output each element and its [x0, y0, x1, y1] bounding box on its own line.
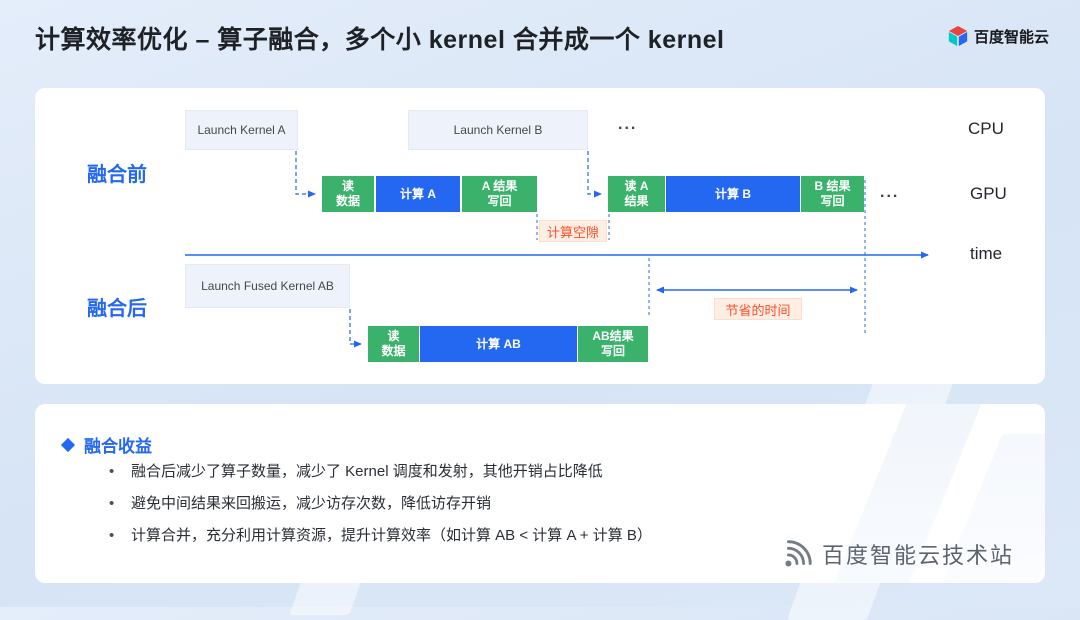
label-cpu: CPU	[968, 119, 1004, 138]
write-b-result-box: B 结果 写回	[801, 176, 864, 212]
write-a-result-box: A 结果 写回	[462, 176, 537, 212]
benefit-item: 融合后减少了算子数量，减少了 Kernel 调度和发射，其他开销占比降低	[107, 462, 987, 482]
compute-a-box: 计算 A	[376, 176, 460, 212]
connector-launch-fused-icon	[349, 309, 362, 348]
wechat-account-icon	[785, 540, 812, 567]
label-gpu: GPU	[970, 184, 1007, 203]
connector-launch-a-icon	[295, 151, 316, 198]
read-data-box: 读 数据	[322, 176, 374, 212]
compute-gap-label: 计算空隙	[539, 220, 607, 242]
launch-kernel-a-box: Launch Kernel A	[185, 110, 298, 150]
benefits-list: 融合后减少了算子数量，减少了 Kernel 调度和发射，其他开销占比降低 避免中…	[107, 462, 987, 558]
slide: { "header": { "title": "计算效率优化 – 算子融合，多个…	[0, 0, 1080, 607]
label-before-fusion: 融合前	[87, 164, 147, 186]
timeline-panel: 融合前 融合后 CPU GPU time Launch Kernel A Lau…	[35, 88, 1045, 384]
gpu-row-ellipsis: ...	[880, 184, 900, 201]
benefit-item: 计算合并，充分利用计算资源，提升计算效率（如计算 AB < 计算 A + 计算 …	[107, 526, 987, 546]
fused-write-ab-box: AB结果 写回	[578, 326, 648, 362]
read-a-result-box: 读 A 结果	[608, 176, 665, 212]
label-time: time	[970, 244, 1003, 263]
watermark-text: 百度智能云技术站	[822, 543, 1015, 568]
benefits-panel: 融合收益 融合后减少了算子数量，减少了 Kernel 调度和发射，其他开销占比降…	[35, 404, 1045, 583]
page-title: 计算效率优化 – 算子融合，多个小 kernel 合并成一个 kernel	[35, 26, 725, 54]
watermark: 百度智能云技术站	[778, 536, 1014, 572]
launch-fused-kernel-box: Launch Fused Kernel AB	[185, 264, 350, 308]
launch-kernel-b-box: Launch Kernel B	[408, 110, 588, 150]
label-after-fusion: 融合后	[87, 298, 147, 320]
benefits-header: 融合收益	[60, 432, 152, 457]
benefit-item: 避免中间结果来回搬运，减少访存次数，降低访存开销	[107, 494, 987, 514]
fused-compute-ab-box: 计算 AB	[420, 326, 577, 362]
diamond-bullet-icon	[60, 437, 76, 452]
brand-name: 百度智能云	[974, 28, 1050, 46]
benefits-title: 融合收益	[84, 437, 152, 456]
compute-b-box: 计算 B	[666, 176, 800, 212]
baidu-cloud-cube-icon	[948, 26, 968, 46]
cpu-row-ellipsis: ...	[618, 116, 638, 133]
connector-launch-b-icon	[587, 151, 602, 198]
saved-time-label: 节省的时间	[714, 298, 802, 320]
fused-read-data-box: 读 数据	[368, 326, 419, 362]
brand-logo: 百度智能云	[948, 25, 1049, 47]
